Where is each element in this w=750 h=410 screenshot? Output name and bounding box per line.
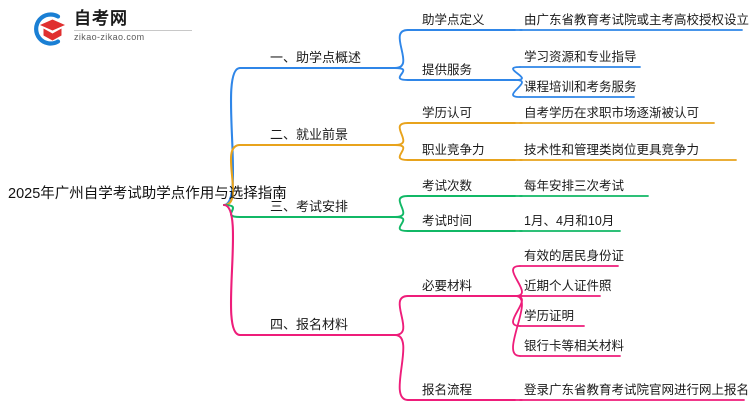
leaf-label-4-1-4[interactable]: 银行卡等相关材料	[524, 338, 625, 353]
logo-divider	[74, 30, 192, 31]
leaf-label-1-2-1[interactable]: 学习资源和专业指导	[524, 49, 637, 64]
logo-text-block: 自考网 zikao-zikao.com	[74, 9, 204, 43]
subnode-label-1-2[interactable]: 提供服务	[422, 62, 473, 77]
subnode-label-3-2[interactable]: 考试时间	[422, 213, 473, 228]
site-logo: 自考网 zikao-zikao.com	[28, 8, 208, 50]
leaf-label-1-2-2[interactable]: 课程培训和考务服务	[524, 79, 637, 94]
leaf-label-4-1-1[interactable]: 有效的居民身份证	[524, 248, 625, 263]
leaf-label-2-2-1[interactable]: 技术性和管理类岗位更具竞争力	[524, 142, 700, 157]
subnode-label-1-1[interactable]: 助学点定义	[422, 12, 485, 27]
subnode-label-2-2[interactable]: 职业竞争力	[422, 142, 485, 157]
branch-label-4[interactable]: 四、报名材料	[270, 317, 349, 332]
logo-domain: zikao-zikao.com	[74, 32, 145, 42]
subnode-label-4-2[interactable]: 报名流程	[422, 382, 473, 397]
leaf-label-2-1-1[interactable]: 自考学历在求职市场逐渐被认可	[524, 105, 700, 120]
graduation-cap-icon	[34, 12, 65, 46]
subnode-label-3-1[interactable]: 考试次数	[422, 178, 473, 193]
branch-label-1[interactable]: 一、助学点概述	[270, 50, 362, 65]
branch-label-2[interactable]: 二、就业前景	[270, 127, 349, 142]
logo-title: 自考网	[74, 9, 128, 28]
leaf-label-1-1-1[interactable]: 由广东省教育考试院或主考高校授权设立	[524, 12, 750, 27]
leaf-label-3-1-1[interactable]: 每年安排三次考试	[524, 178, 625, 193]
subnode-label-2-1[interactable]: 学历认可	[422, 105, 473, 120]
leaf-label-4-1-3[interactable]: 学历证明	[524, 308, 575, 323]
leaf-label-3-2-1[interactable]: 1月、4月和10月	[524, 213, 615, 228]
leaf-label-4-2-1[interactable]: 登录广东省教育考试院官网进行网上报名	[524, 382, 750, 397]
leaf-label-4-1-2[interactable]: 近期个人证件照	[524, 278, 612, 293]
branch-label-3[interactable]: 三、考试安排	[270, 199, 349, 214]
subnode-label-4-1[interactable]: 必要材料	[422, 278, 473, 293]
root-node-label[interactable]: 2025年广州自学考试助学点作用与选择指南	[8, 185, 287, 202]
